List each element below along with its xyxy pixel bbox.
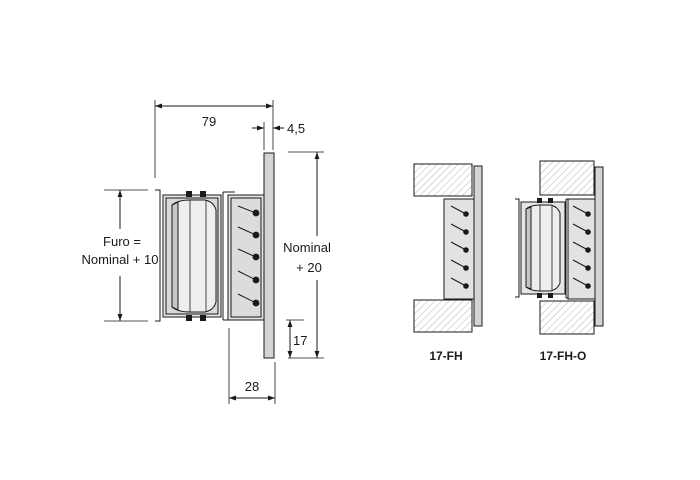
variant-label: 17-FH-O [540,349,587,363]
width-dimension: 79 [154,100,274,178]
wall-bottom [413,299,473,333]
hole-label-line2: Nominal + 10 [82,252,159,267]
grille-frame [227,194,265,321]
hole-dimension: Furo = Nominal + 10 [82,189,159,322]
flange-dimension: 4,5 [252,121,305,150]
hole-label-line1: Furo = [103,234,141,249]
flange-label: 4,5 [287,121,305,136]
grille-blades [572,205,591,289]
front-flange [594,166,604,327]
nominal-label-line1: Nominal [283,240,331,255]
front-flange [263,152,275,359]
bottom-offset-dimension: 17 [286,319,307,358]
width-label: 79 [202,114,216,129]
grille-frame [567,198,596,300]
nominal-dimension: Nominal + 20 [283,151,331,359]
variant-17-fh-o: 17-FH-O [515,160,604,363]
grille-blades [237,205,260,307]
front-flange [473,165,483,327]
depth-label: 28 [245,379,259,394]
bottom-offset-label: 17 [293,333,307,348]
depth-dimension: 28 [228,328,276,404]
damper-body [155,189,235,322]
wall-bottom [539,300,595,335]
wall-top [539,160,595,196]
damper-body [515,198,574,299]
nominal-label-line2: + 20 [296,260,322,275]
variant-17-fh: 17-FH [413,163,483,363]
grille-frame [443,198,475,300]
variant-label: 17-FH [429,349,462,363]
main-section-view: 79 4,5 Furo = Nominal + 10 Nominal + 20 [82,100,331,404]
wall-top [413,163,473,197]
grille-blades [450,205,469,289]
